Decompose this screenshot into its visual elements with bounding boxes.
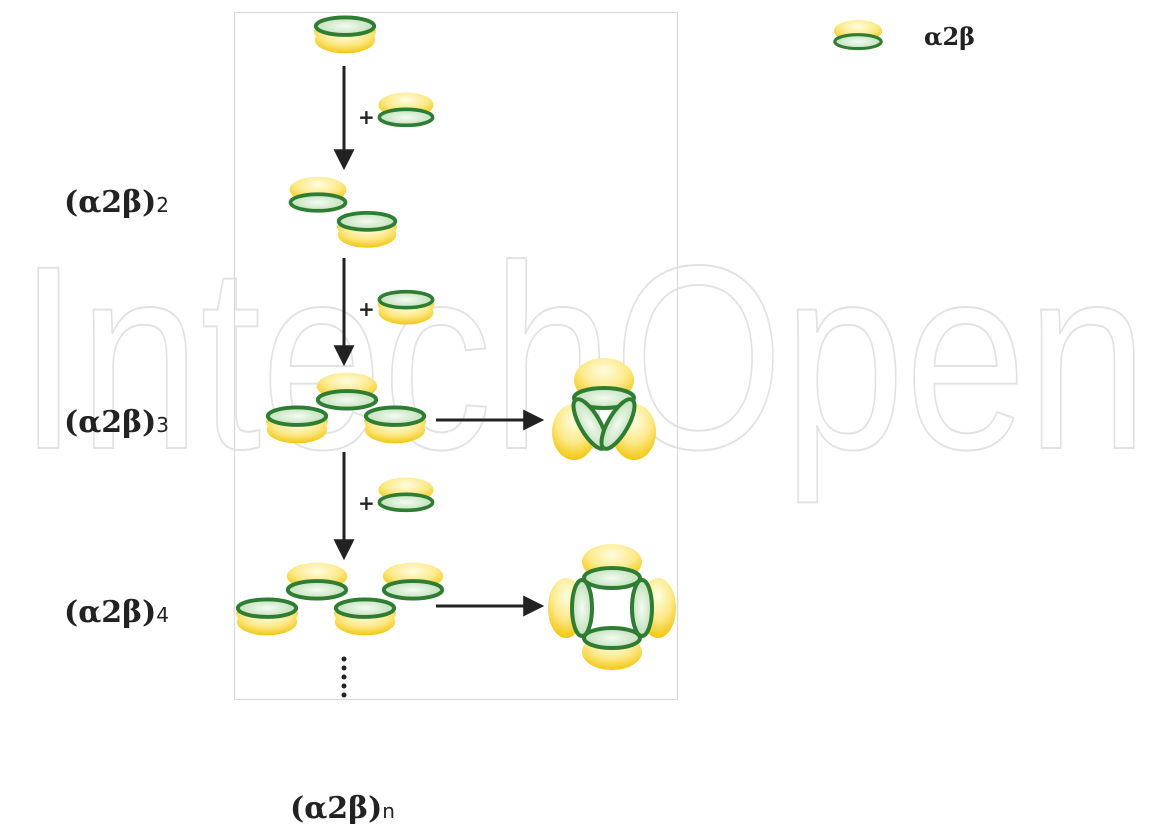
added-subunit-3 (376, 476, 436, 513)
tetramer-ring (548, 544, 676, 670)
label-trimer-sub: 3 (156, 413, 170, 437)
label-tetramer-sub: 4 (156, 603, 170, 627)
continuation-dots (341, 656, 347, 698)
trimer-ring (552, 358, 656, 460)
label-dimer-main: (α2β) (64, 185, 157, 220)
label-dimer-sub: 2 (156, 193, 170, 217)
added-subunit-1 (376, 92, 436, 128)
plus-sign-3: + (358, 491, 375, 515)
label-tetramer: (α2β)4 (64, 598, 169, 628)
tetramer-chain (233, 562, 446, 636)
label-dimer: (α2β)2 (64, 188, 169, 218)
label-trimer: (α2β)3 (64, 408, 169, 438)
legend-label: α2β (924, 22, 976, 51)
plus-sign-1: + (358, 105, 375, 129)
added-subunit-2 (375, 289, 437, 326)
label-polymer-main: (α2β) (290, 791, 383, 826)
monomer-subunit (311, 15, 379, 54)
label-polymer-sub: n (382, 799, 395, 823)
plus-sign-2: + (358, 297, 375, 321)
label-tetramer-main: (α2β) (64, 595, 157, 630)
trimer-chain (263, 372, 429, 444)
diagram-panel (234, 12, 678, 700)
dimer-chain (287, 176, 400, 248)
label-trimer-main: (α2β) (64, 405, 157, 440)
label-polymer: (α2β)n (290, 794, 395, 824)
legend-subunit-icon (832, 20, 884, 51)
